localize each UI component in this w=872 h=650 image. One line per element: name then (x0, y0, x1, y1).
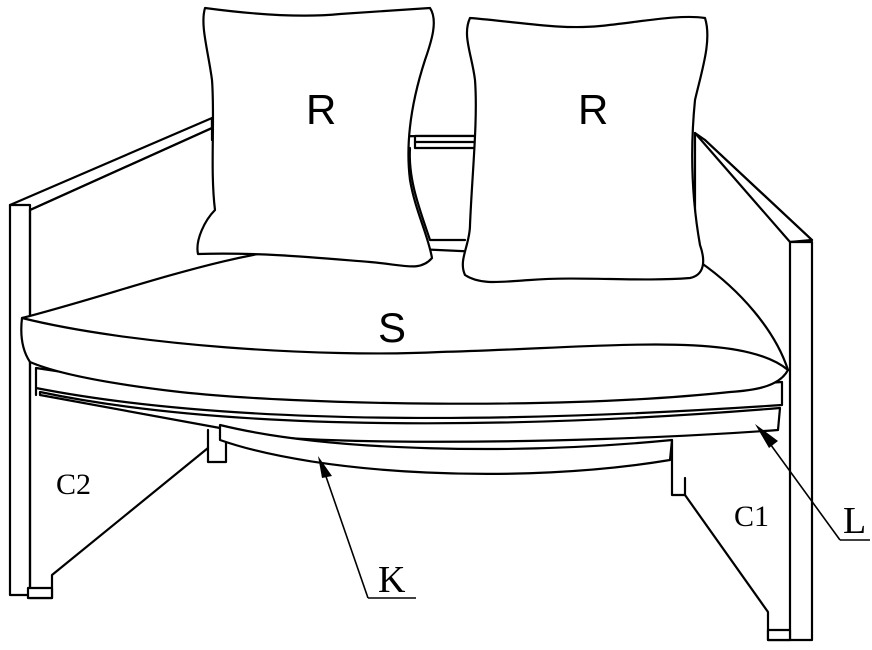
pillow-right (461, 15, 709, 284)
label-side-panel-left: C2 (56, 468, 91, 501)
label-seat-cushion: S (378, 304, 406, 351)
label-front-rail: K (378, 559, 406, 601)
left-side-panel (8, 116, 228, 600)
label-pillow-left: R (306, 86, 336, 133)
front-rail (218, 423, 674, 475)
label-pillow-right: R (578, 86, 608, 133)
seat-cushion (20, 243, 790, 405)
label-side-panel-right: C1 (734, 500, 769, 533)
leader-k (318, 456, 416, 599)
label-support-board: L (843, 500, 866, 542)
leader-l (755, 424, 870, 541)
pillow-left (196, 6, 435, 268)
